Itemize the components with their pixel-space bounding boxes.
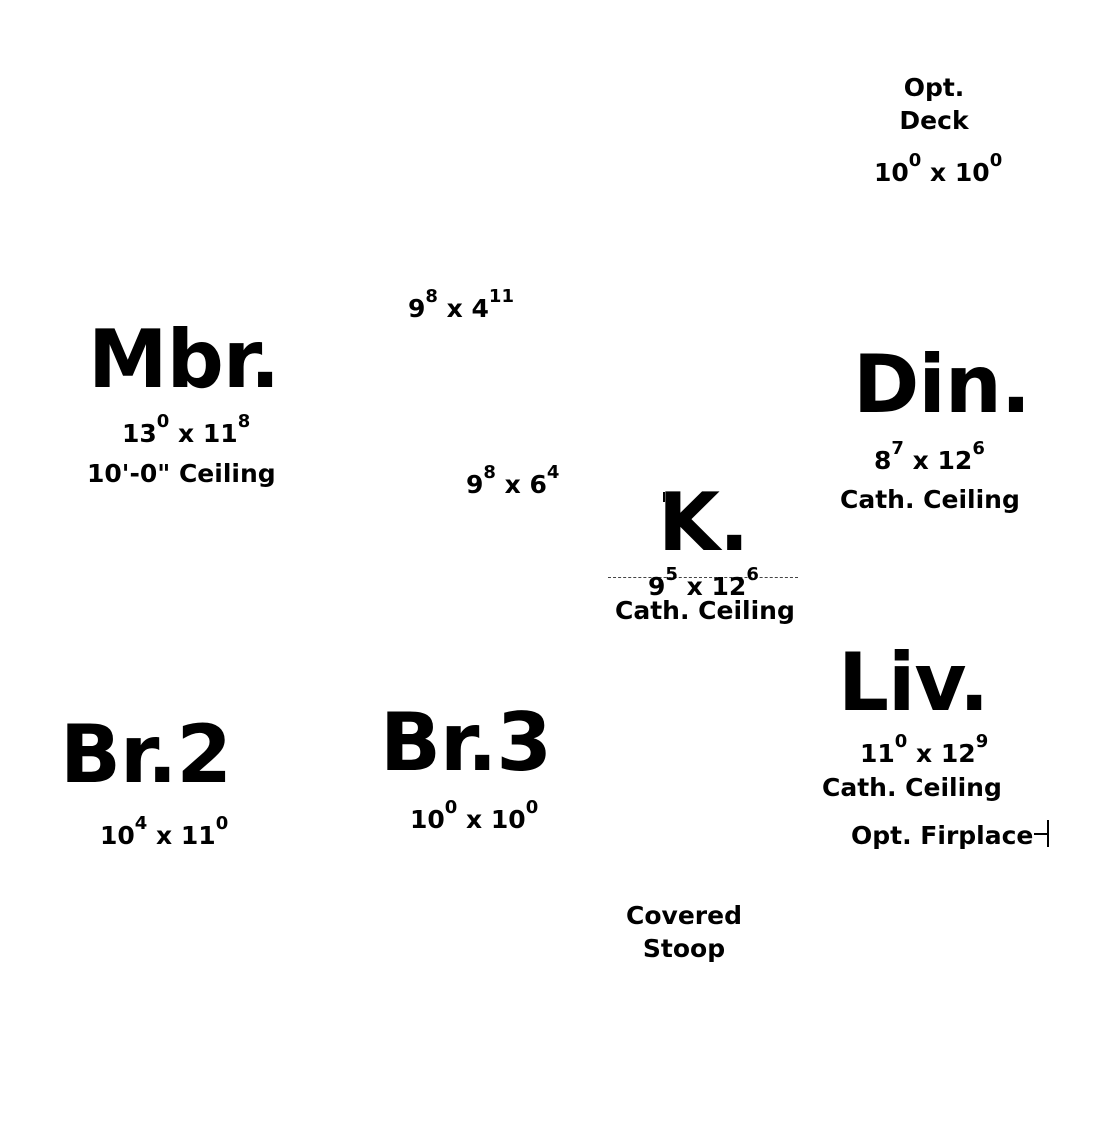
stoop-label-line1: Covered	[626, 901, 742, 930]
din-dimensions: 87 x 126	[874, 437, 985, 475]
fireplace-wall-tick	[1047, 820, 1049, 847]
deck-label-line1: Opt.	[903, 73, 965, 102]
deck-label-line2: Deck	[899, 106, 969, 135]
deck-dimensions: 100 x 100	[874, 149, 1003, 187]
br3-room-name: Br.3	[380, 696, 552, 789]
br2-room-name: Br.2	[60, 708, 232, 801]
kitchen-wall-tick	[663, 492, 665, 502]
br3-dimensions: 100 x 100	[410, 796, 539, 834]
liv-ceiling-note: Cath. Ceiling	[822, 773, 1002, 802]
din-room-name: Din.	[853, 338, 1031, 431]
kitchen-ceiling-note: Cath. Ceiling	[615, 596, 795, 625]
stoop-label-line2: Stoop	[642, 934, 726, 963]
kitchen-room-name: K.	[658, 476, 749, 569]
fireplace-leader-line	[1034, 833, 1047, 835]
liv-room-name: Liv.	[838, 636, 989, 729]
hall-dimensions-1: 98 x 411	[408, 285, 514, 323]
mbr-dimensions: 130 x 118	[122, 410, 251, 448]
kitchen-cabinet-line	[608, 577, 798, 578]
mbr-ceiling-note: 10'-0" Ceiling	[87, 459, 276, 488]
br2-dimensions: 104 x 110	[100, 812, 229, 850]
hall-dimensions-2: 98 x 64	[466, 461, 560, 499]
kitchen-dimensions: 95 x 126	[648, 563, 759, 601]
liv-dimensions: 110 x 129	[860, 730, 989, 768]
mbr-room-name: Mbr.	[88, 313, 280, 406]
liv-fireplace-note: Opt. Firplace	[851, 821, 1034, 850]
din-ceiling-note: Cath. Ceiling	[840, 485, 1020, 514]
